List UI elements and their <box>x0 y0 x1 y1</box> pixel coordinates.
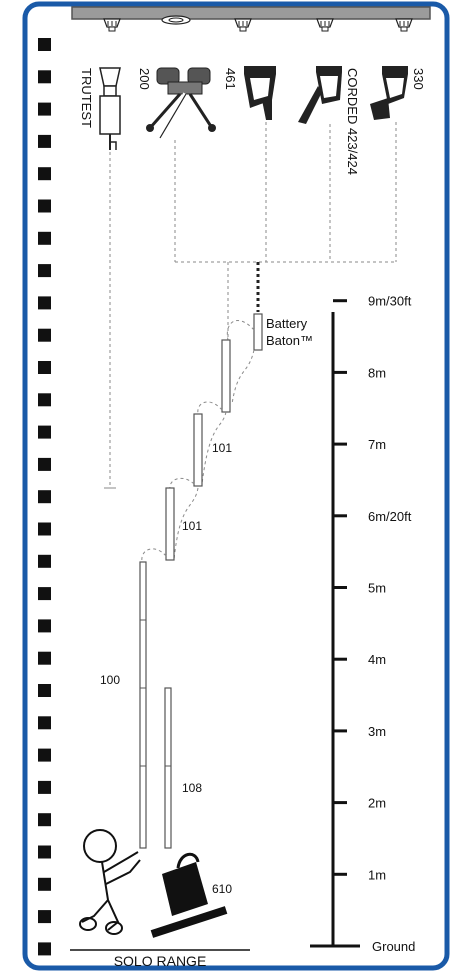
film-square <box>38 231 51 245</box>
film-square <box>38 167 51 181</box>
film-square <box>38 684 51 697</box>
film-square <box>38 619 51 633</box>
kit-610-pole <box>150 906 228 938</box>
film-square <box>38 651 51 665</box>
film-square <box>38 361 51 374</box>
film-square <box>38 328 51 342</box>
detector-icon <box>103 18 121 32</box>
pole-101-upper-label: 101 <box>212 441 232 455</box>
scale-tick-label: Ground <box>372 939 415 954</box>
swivel-joint <box>231 349 255 405</box>
battery-baton-label-line2: Baton™ <box>266 333 313 348</box>
film-square <box>38 296 51 310</box>
pole-101-lower-label: 101 <box>182 519 202 533</box>
ceiling-bar <box>71 6 431 20</box>
swivel-joint <box>141 548 167 563</box>
film-square <box>38 877 51 891</box>
trutest-label: TRUTEST <box>79 68 94 128</box>
film-square <box>38 490 51 504</box>
film-square <box>38 942 51 956</box>
film-square <box>38 393 51 407</box>
tool-461-icon <box>244 66 276 120</box>
kit-610-label: 610 <box>212 882 232 896</box>
stick-figure-icon <box>79 829 141 935</box>
scale-tick-label: 2m <box>368 796 386 811</box>
film-square <box>38 199 51 213</box>
scale-tick-label: 4m <box>368 652 386 667</box>
pole-101-upper <box>193 413 203 487</box>
film-strip <box>38 38 51 956</box>
detector-icon <box>395 18 413 32</box>
film-square <box>38 845 51 859</box>
corded-label: CORDED 423/424 <box>345 68 360 175</box>
kit-610-icon <box>150 852 228 938</box>
scale-tick-label: 8m <box>368 365 386 380</box>
film-square <box>38 748 51 762</box>
swivel-joint <box>226 320 255 341</box>
corded-tool-icon <box>298 66 342 124</box>
swivel-joint <box>197 401 223 415</box>
outer-frame <box>22 1 450 971</box>
pole-108-label: 108 <box>182 781 202 795</box>
footer-label: SOLO RANGE <box>114 953 207 969</box>
tool-461-label: 461 <box>223 68 238 90</box>
film-square <box>38 813 51 827</box>
tool-200-icon <box>146 67 216 140</box>
flush-detector-icon <box>161 15 191 25</box>
film-square <box>38 780 51 794</box>
film-square <box>38 264 51 278</box>
film-square <box>38 587 51 601</box>
swivel-joint <box>173 487 199 561</box>
pole-101-upper-b <box>221 339 231 413</box>
scale-tick-label: 3m <box>368 724 386 739</box>
film-square <box>38 457 51 471</box>
film-square <box>38 522 51 536</box>
tool-200-label: 200 <box>137 68 152 90</box>
battery-baton-pole <box>253 313 263 351</box>
film-square <box>38 134 51 148</box>
pole-assembly <box>139 313 263 849</box>
scale-tick-label: 1m <box>368 867 386 882</box>
swivel-joint <box>169 477 195 491</box>
connector-lines <box>109 122 397 488</box>
battery-baton-label: Battery <box>266 316 308 331</box>
film-square <box>38 716 51 730</box>
detector-icon <box>316 18 334 32</box>
detector-icon <box>234 18 252 32</box>
trutest-tool-icon <box>99 67 121 150</box>
pole-101-lower <box>165 487 175 561</box>
scale-tick-label: 5m <box>368 581 386 596</box>
pole-108 <box>164 687 172 849</box>
film-square <box>38 910 51 924</box>
tool-330-label: 330 <box>411 68 426 90</box>
film-square <box>38 554 51 568</box>
film-square <box>38 425 51 439</box>
film-square <box>38 70 51 84</box>
scale-tick-label: 9m/30ft <box>368 294 412 309</box>
scale-tick-label: 6m/20ft <box>368 509 412 524</box>
scale-tick-label: 7m <box>368 437 386 452</box>
tool-330-icon <box>370 66 408 120</box>
film-square <box>38 102 51 116</box>
pole-100 <box>139 561 147 849</box>
film-square <box>38 38 51 51</box>
pole-100-label: 100 <box>100 673 120 687</box>
